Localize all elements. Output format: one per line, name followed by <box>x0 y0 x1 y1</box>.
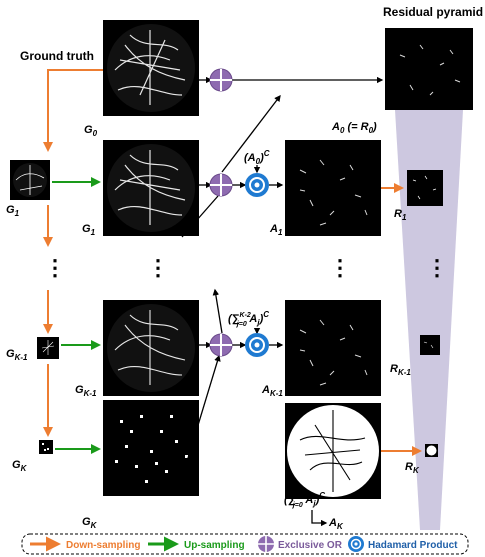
image-GKm1 <box>37 337 59 359</box>
image-RKm1 <box>420 335 440 355</box>
image-R1 <box>407 170 443 206</box>
legend-xor-icon <box>258 536 274 552</box>
label-A1: A1 <box>269 223 283 237</box>
down-sampling-arrows <box>43 69 422 456</box>
ellipsis-col-2: ⋮ <box>147 255 169 280</box>
label-AKm1: AK-1 <box>261 384 283 398</box>
label-AK: AK <box>328 517 344 531</box>
legend-hadamard-icon <box>348 536 364 552</box>
image-GKm1p <box>103 300 199 396</box>
ellipsis-col-4: ⋮ <box>426 255 448 280</box>
formula-A0-complement: (A0)C <box>244 149 270 166</box>
flow-arrows <box>181 76 384 527</box>
ellipsis-col-3: ⋮ <box>329 255 351 280</box>
up-sampling-arrows <box>52 177 101 454</box>
label-GK-prime: GK <box>82 516 98 530</box>
legend-exclusive-or: Exclusive OR <box>278 540 343 551</box>
label-RK: RK <box>405 461 420 475</box>
residual-pyramid-title: Residual pyramid <box>383 5 483 19</box>
ellipsis-col-1: ⋮ <box>44 255 66 280</box>
xor-operator-3 <box>209 333 233 357</box>
xor-operator-2 <box>209 173 233 197</box>
hadamard-operator-2 <box>245 333 269 357</box>
label-GK: GK <box>12 459 28 473</box>
legend-hadamard-product: Hadamard Product <box>368 540 458 551</box>
residual-pyramid-shape <box>395 110 463 530</box>
image-G0 <box>103 20 199 116</box>
xor-operator-1 <box>209 68 233 92</box>
legend-down-sampling: Down-sampling <box>66 540 140 551</box>
label-G1-prime: G1 <box>82 223 96 237</box>
hadamard-operator-1 <box>245 173 269 197</box>
image-A0 <box>385 28 473 110</box>
image-G1p <box>103 140 199 236</box>
image-A1 <box>285 140 381 236</box>
label-R1: R1 <box>394 208 407 222</box>
image-AKm1 <box>285 300 381 396</box>
label-RKm1: RK-1 <box>390 363 411 377</box>
label-GKm1: GK-1 <box>6 348 28 362</box>
label-A0: A0 (= R0) <box>331 121 377 135</box>
label-G1: G1 <box>6 204 20 218</box>
ground-truth-title: Ground truth <box>20 49 94 63</box>
image-AK <box>285 403 381 499</box>
image-GK <box>39 440 53 454</box>
legend-up-sampling: Up-sampling <box>184 540 245 551</box>
label-G0: G0 <box>84 124 98 138</box>
label-GKm1-prime: GK-1 <box>75 384 97 398</box>
image-RK <box>425 444 438 457</box>
image-GKp <box>103 400 199 496</box>
image-G1 <box>10 160 50 200</box>
legend: Down-sampling Up-sampling Exclusive OR H… <box>21 533 469 555</box>
